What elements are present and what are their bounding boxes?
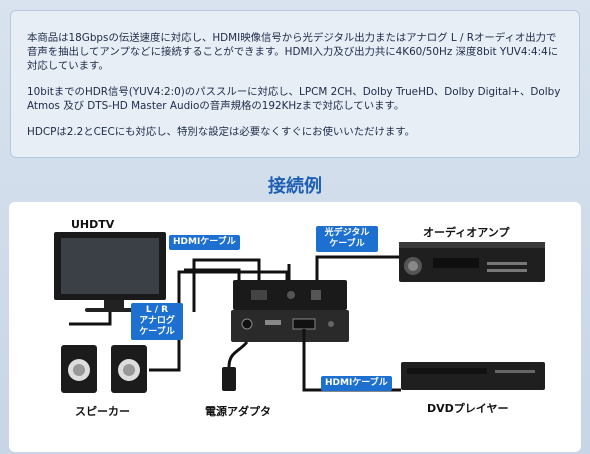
label-power-adapter: 電源アダプタ	[205, 405, 271, 418]
converter-input-side	[231, 310, 349, 342]
section-title: 接続例	[268, 176, 322, 197]
converter-output-side	[233, 280, 347, 310]
description-paragraph-2: 10bitまでのHDR信号(YUV4:2:0)のパススルーに対応し、LPCM 2…	[27, 86, 561, 112]
tag-analog-line-3: ケーブル	[139, 327, 175, 337]
label-audio-amp: オーディオアンプ	[423, 226, 510, 239]
tag-analog-line-2: アナログ	[139, 316, 175, 326]
description-paragraph-1: 本商品は18Gbpsの伝送速度に対応し、HDMI映像信号から光デジタル出力または…	[27, 32, 559, 72]
label-speaker: スピーカー	[75, 405, 130, 418]
tag-optical-line-2: ケーブル	[329, 239, 365, 249]
speaker-icon	[61, 345, 147, 393]
dvd-player-icon	[401, 362, 545, 390]
tag-optical-cable: 光デジタル ケーブル	[316, 226, 378, 252]
tag-hdmi-cable-top: HDMIケーブル	[169, 235, 240, 250]
amp-icon	[399, 242, 545, 282]
description-box: 本商品は18Gbpsの伝送速度に対応し、HDMI映像信号から光デジタル出力または…	[10, 10, 580, 158]
label-dvd-player: DVDプレイヤー	[427, 402, 509, 415]
tag-hdmi-cable-bottom: HDMIケーブル	[321, 376, 392, 391]
tv-icon	[54, 232, 166, 312]
tag-analog-cable: L / R アナログ ケーブル	[131, 303, 183, 340]
power-adapter-icon	[222, 341, 249, 391]
connection-diagram: UHDTV オーディオアンプ スピーカー 電源アダプタ DVDプレイヤー HDM…	[9, 202, 581, 452]
diagram-graphics	[54, 232, 545, 393]
tag-optical-line-1: 光デジタル	[324, 228, 370, 238]
description-paragraph-3: HDCPは2.2とCECにも対応し、特別な設定は必要なくすぐにお使いいただけます…	[27, 126, 416, 138]
label-uhdtv: UHDTV	[71, 218, 115, 231]
tag-analog-line-1: L / R	[145, 305, 169, 315]
